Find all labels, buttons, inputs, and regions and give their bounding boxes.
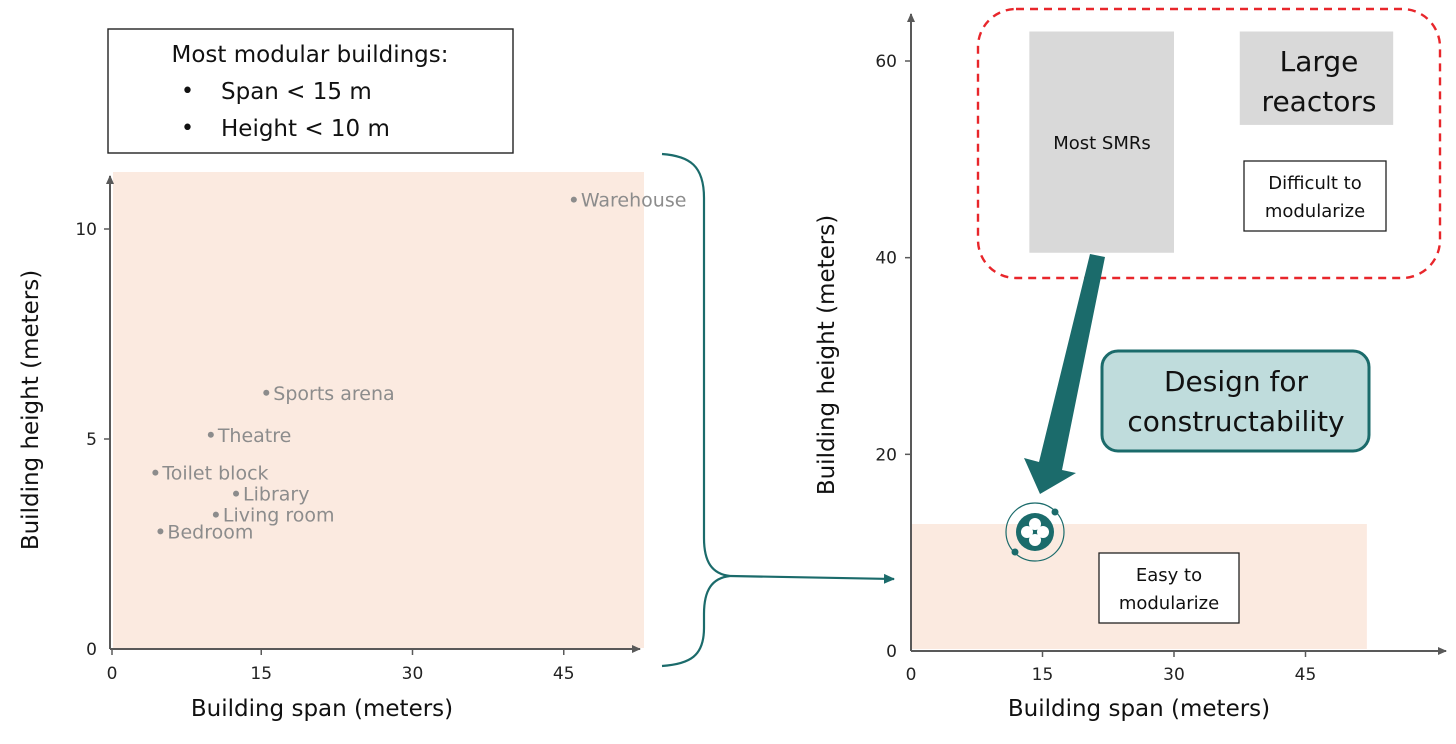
icon-core-disc (1016, 513, 1054, 551)
point-label-library: Library (243, 484, 309, 506)
left-x-tick-label-0: 0 (107, 664, 118, 684)
icon-petal-top (1029, 518, 1041, 530)
right-y-tick-label-0: 0 (886, 642, 897, 662)
difficult-box-frame (1243, 160, 1387, 232)
point-bedroom (157, 528, 164, 535)
point-label-sports-arena: Sports arena (273, 383, 394, 405)
callout-bullet-dot-1: • (181, 79, 194, 104)
callout-frame (107, 28, 514, 154)
most-smrs-region (1029, 31, 1174, 253)
right-x-axis-label: Building span (meters) (1008, 696, 1270, 722)
left-y-tick-label-5: 5 (86, 430, 97, 450)
large-reactors-region (1239, 31, 1394, 125)
easy-box-frame (1098, 552, 1240, 624)
point-library (233, 490, 240, 497)
big-teal-arrow (1024, 254, 1105, 494)
right-y-tick-label-40: 40 (875, 249, 897, 269)
target-module-icon (1005, 502, 1065, 562)
icon-orbit-dot-bottom (1011, 548, 1019, 556)
left-x-ticks: 0 15 30 45 (107, 649, 575, 684)
icon-petal-bottom (1029, 534, 1041, 546)
right-y-axis-label: Building height (meters) (814, 215, 840, 495)
point-label-bedroom: Bedroom (167, 521, 253, 543)
left-x-tick-label-15: 15 (250, 664, 272, 684)
callout-bullet-dot-2: • (181, 116, 194, 141)
left-x-tick-label-30: 30 (402, 664, 424, 684)
callout-bullet-2: Height < 10 m (221, 116, 390, 142)
left-chart-plot-area (113, 172, 644, 648)
point-toilet-block (152, 469, 159, 476)
icon-petal-left (1021, 526, 1033, 538)
right-x-ticks: 0 15 30 45 (906, 651, 1317, 685)
left-y-tick-label-10: 10 (75, 220, 97, 240)
left-x-tick-label-45: 45 (553, 664, 575, 684)
point-warehouse (570, 196, 577, 203)
callout-bullet-1: Span < 15 m (221, 79, 372, 105)
brace-connector-arrow (729, 573, 895, 584)
most-smrs-label: Most SMRs (1053, 133, 1151, 154)
design-box-frame (1100, 349, 1371, 453)
point-theatre (207, 431, 214, 438)
zoom-brace (661, 152, 895, 668)
curly-brace (661, 152, 731, 668)
icon-orbit-dot-top (1051, 508, 1059, 516)
point-label-toilet-block: Toilet block (161, 463, 268, 485)
right-x-tick-label-45: 45 (1295, 665, 1317, 685)
modular-buildings-callout: Most modular buildings: • Span < 15 m • … (107, 28, 514, 154)
left-y-tick-label-0: 0 (86, 640, 97, 660)
callout-title: Most modular buildings: (172, 42, 449, 68)
right-y-ticks: 0 20 40 60 (875, 52, 911, 662)
right-x-tick-label-15: 15 (1032, 665, 1054, 685)
point-sports-arena (263, 389, 270, 396)
left-y-axis-label: Building height (meters) (18, 270, 44, 550)
point-label-warehouse: Warehouse (581, 190, 687, 212)
right-y-tick-label-60: 60 (875, 52, 897, 72)
point-label-theatre: Theatre (217, 425, 292, 447)
point-living-room (212, 511, 219, 518)
left-x-axis-label: Building span (meters) (191, 696, 453, 722)
icon-petal-right (1037, 526, 1049, 538)
right-x-tick-label-0: 0 (906, 665, 917, 685)
icon-orbit-ring (1005, 502, 1065, 562)
right-y-tick-label-20: 20 (875, 445, 897, 465)
left-y-ticks: 0 5 10 (75, 220, 110, 660)
point-label-living-room: Living room (223, 505, 335, 527)
right-x-tick-label-30: 30 (1163, 665, 1185, 685)
